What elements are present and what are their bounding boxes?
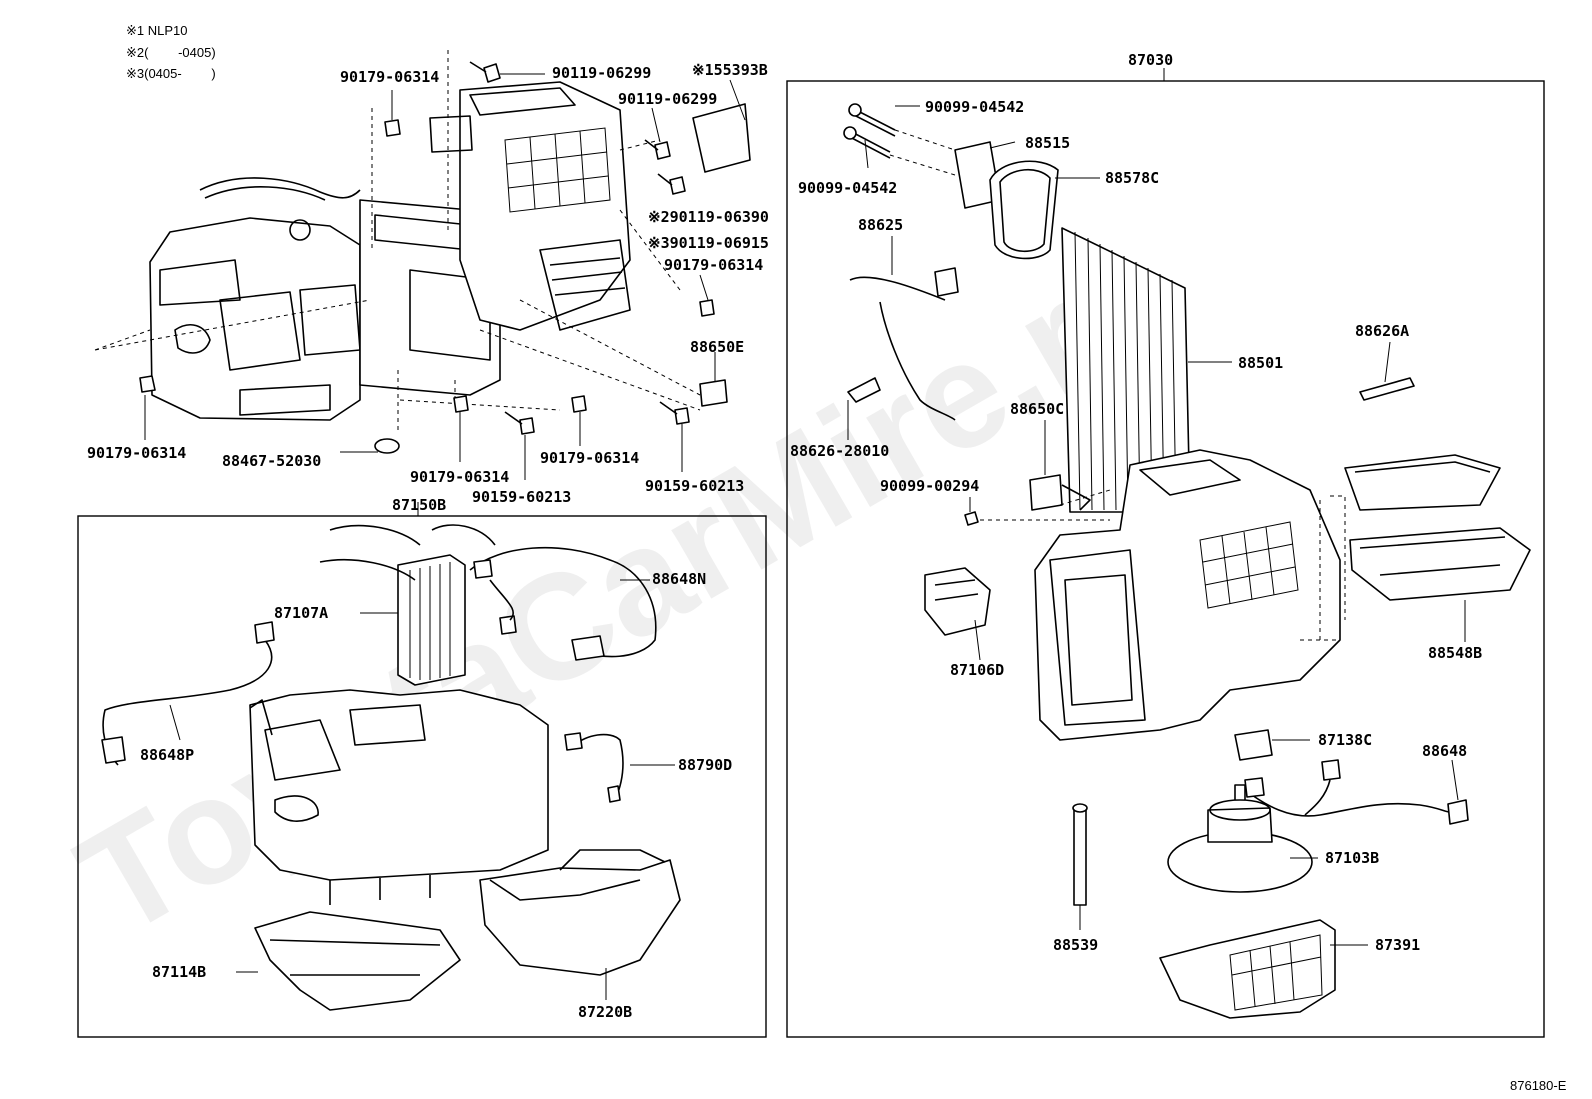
label-88625: 88625 — [858, 216, 903, 234]
label-88539: 88539 — [1053, 936, 1098, 954]
label-88650E: 88650E — [690, 338, 744, 356]
right-group-box — [786, 80, 1545, 1038]
label-87391: 87391 — [1375, 936, 1420, 954]
label-88790D: 88790D — [678, 756, 732, 774]
label-90119-06299-b: 90119-06299 — [618, 90, 717, 108]
label-88650C: 88650C — [1010, 400, 1064, 418]
label-90159-60213-a: 90159-60213 — [472, 488, 571, 506]
right-box-parts — [843, 103, 1531, 1019]
note-1: ※1 NLP10 — [126, 23, 187, 38]
leaders-top — [144, 73, 746, 480]
label-87138C: 87138C — [1318, 731, 1372, 749]
label-88648: 88648 — [1422, 742, 1467, 760]
note-2: ※2( -0405) — [126, 45, 216, 60]
label-90179-06314-b: 90179-06314 — [664, 256, 763, 274]
label-90099-00294: 90099-00294 — [880, 477, 979, 495]
label-88467-52030: 88467-52030 — [222, 452, 321, 470]
label-87030: 87030 — [1128, 51, 1173, 69]
label-87150B: 87150B — [392, 496, 446, 514]
heater-assembly-drawing — [94, 50, 701, 430]
label-87107A: 87107A — [274, 604, 328, 622]
label-87114B: 87114B — [152, 963, 206, 981]
label-290119-06390: ※290119-06390 — [648, 208, 769, 226]
label-90099-04542-b: 90099-04542 — [798, 179, 897, 197]
label-90179-06314-d: 90179-06314 — [410, 468, 509, 486]
label-90119-06299-top: 90119-06299 — [552, 64, 651, 82]
left-group-box — [77, 515, 767, 1038]
label-88626-28010: 88626-28010 — [790, 442, 889, 460]
label-88501: 88501 — [1238, 354, 1283, 372]
label-88578C: 88578C — [1105, 169, 1159, 187]
fasteners-top — [139, 61, 751, 454]
label-90179-06314-c: 90179-06314 — [87, 444, 186, 462]
leaders-left — [169, 579, 675, 1000]
label-88648P: 88648P — [140, 746, 194, 764]
label-88548B: 88548B — [1428, 644, 1482, 662]
part-labels: 87030 87150B 90119-06299 ※155393B 90179-… — [87, 51, 1482, 1021]
label-88648N: 88648N — [652, 570, 706, 588]
label-88626A: 88626A — [1355, 322, 1409, 340]
label-88515: 88515 — [1025, 134, 1070, 152]
figure-id: 876180-E — [1510, 1078, 1567, 1093]
label-90179-06314-e: 90179-06314 — [540, 449, 639, 467]
label-390119-06915: ※390119-06915 — [648, 234, 769, 252]
note-3: ※3(0405- ) — [126, 66, 216, 81]
notes: ※1 NLP10 ※2( -0405) ※3(0405- ) — [126, 23, 216, 81]
label-87106D: 87106D — [950, 661, 1004, 679]
label-90179-06314-a: 90179-06314 — [340, 68, 439, 86]
label-90159-60213-b: 90159-60213 — [645, 477, 744, 495]
leaders-right — [847, 105, 1466, 946]
label-90099-04542-a: 90099-04542 — [925, 98, 1024, 116]
label-87220B: 87220B — [578, 1003, 632, 1021]
label-155393B: ※155393B — [692, 61, 768, 79]
left-box-parts — [101, 524, 681, 1011]
label-87103B: 87103B — [1325, 849, 1379, 867]
